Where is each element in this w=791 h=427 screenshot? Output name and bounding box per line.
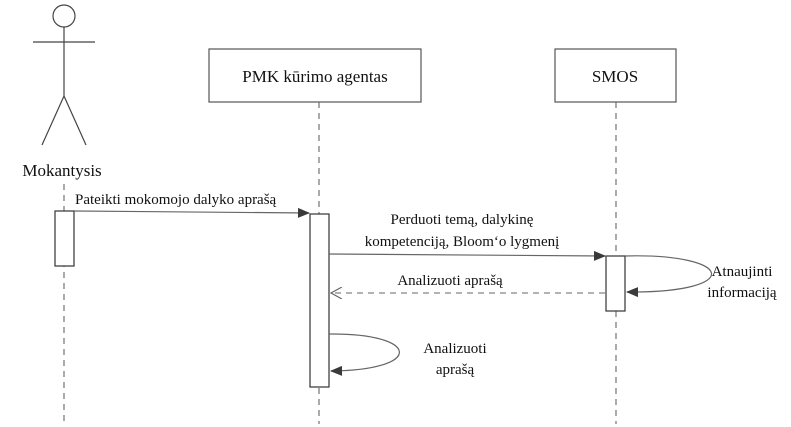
participant-smos: SMOS: [554, 48, 677, 103]
message-label-line1: Atnaujinti: [712, 264, 773, 280]
message-label: Pateikti mokomojo dalyko aprašą: [75, 192, 277, 208]
participant-agent: PMK kūrimo agentas: [208, 48, 422, 103]
message-update-information: Atnaujinti informaciją: [624, 255, 777, 301]
message-send-topic: Perduoti temą, dalykinę kompetenciją, Bl…: [328, 212, 606, 261]
message-label-line2: kompetenciją, Bloom‘o lygmenį: [365, 234, 560, 250]
smos-activation-bar: [605, 255, 626, 312]
participant-agent-label: PMK kūrimo agentas: [242, 67, 387, 86]
message-submit-description: Pateikti mokomojo dalyko aprašą: [73, 192, 310, 218]
message-analyze-self: Analizuoti aprašą: [328, 333, 487, 378]
participant-smos-label: SMOS: [592, 67, 638, 86]
actor-activation-bar: [54, 210, 75, 267]
message-label-line2: informaciją: [707, 285, 776, 301]
actor-label: Mokantysis: [22, 161, 101, 180]
actor-figure-icon: [33, 4, 95, 146]
message-label-line1: Perduoti temą, dalykinę: [391, 212, 534, 228]
message-label-line2: aprašą: [436, 362, 475, 378]
message-analyze-return: Analizuoti aprašą: [331, 273, 605, 293]
agent-activation-bar: [309, 213, 330, 388]
message-label-line1: Analizuoti: [423, 341, 486, 357]
message-label: Analizuoti aprašą: [397, 273, 503, 289]
